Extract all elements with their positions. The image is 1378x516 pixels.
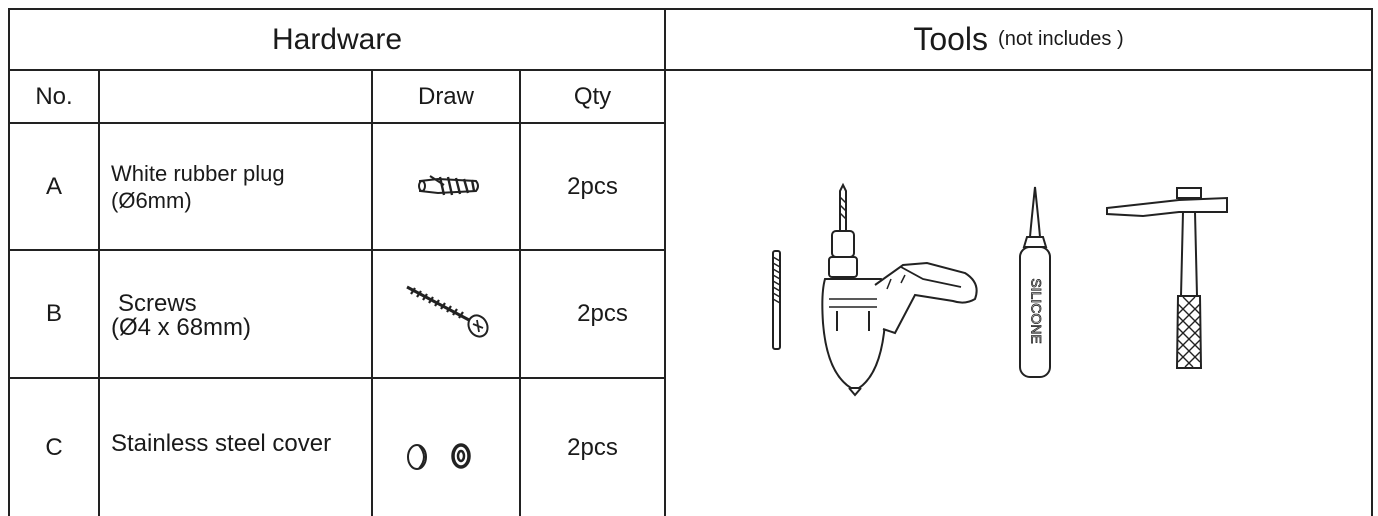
- drill-bit-icon: [772, 250, 781, 350]
- row-a-name-line1: White rubber plug: [111, 161, 285, 186]
- row-b-name-line1: Screws: [118, 290, 197, 317]
- tools-title-cell: Tools (not includes ): [666, 10, 1371, 69]
- silicone-label: SILICONE: [1028, 278, 1044, 343]
- screw-icon: [406, 285, 489, 338]
- tools-title: Tools: [913, 21, 989, 57]
- row-b-name-line2: (Ø4 x 68mm): [111, 314, 252, 341]
- row-a-name: White rubber plug (Ø6mm): [111, 160, 285, 214]
- column-header-name: [100, 71, 371, 122]
- silicone-tube-icon: SILICONE: [1019, 186, 1051, 378]
- column-header-draw: Draw: [417, 82, 474, 110]
- row-b-name: Screws (Ø4 x 68mm): [111, 290, 251, 340]
- rubber-plug-icon: [418, 175, 479, 196]
- row-c-qty: 2pcs: [567, 433, 618, 461]
- row-c-name-line1: Stainless steel cover: [111, 430, 332, 457]
- hardware-title: Hardware: [271, 22, 403, 56]
- tools-note: (not includes ): [998, 28, 1124, 50]
- hammer-icon: [1106, 187, 1228, 369]
- steel-cover-icon: [407, 443, 471, 470]
- row-b-no: B: [45, 300, 62, 327]
- row-a-qty: 2pcs: [567, 172, 618, 200]
- column-header-qty: Qty: [573, 82, 612, 110]
- row-b-qty: 2pcs: [577, 300, 628, 327]
- electric-drill-icon: [821, 182, 978, 397]
- row-a-no: A: [45, 172, 62, 200]
- column-header-no: No.: [35, 82, 73, 110]
- row-c-name: Stainless steel cover: [111, 430, 331, 457]
- row-a-name-line2: (Ø6mm): [111, 188, 192, 213]
- row-c-no: C: [45, 433, 63, 461]
